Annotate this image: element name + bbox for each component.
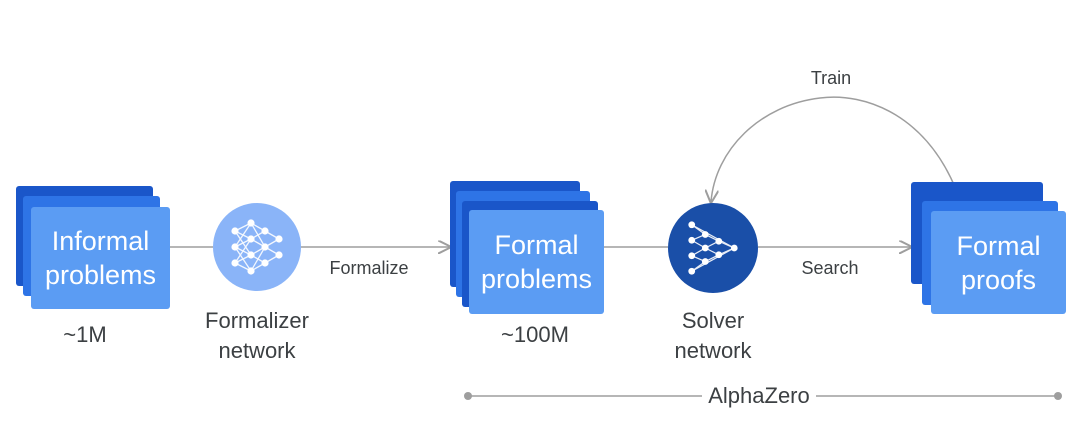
proofs-line2: proofs [960,264,1037,295]
solver-line2: network [674,338,752,363]
train-arc-arrow [711,96,961,202]
informal-line1: Informal [51,226,150,256]
formalize-edge-label: Formalize [329,258,409,278]
formalizer-line2: network [218,338,296,363]
search-edge-label: Search [801,258,859,278]
informal-line2: problems [44,260,157,290]
formal-count: ~100M [501,322,569,347]
formal-proofs-label: Formal proofs [931,211,1066,314]
solver-network-label: Solver network [643,306,783,366]
neural-network-icon [231,219,283,275]
formalizer-line1: Formalizer [205,308,309,333]
informal-card-front [31,207,170,309]
alphazero-bracket-start-dot [464,392,472,400]
formalizer-network-node [213,203,301,291]
alphazero-label: AlphaZero [702,383,816,409]
train-label: Train [810,68,852,88]
formal-line1: Formal [494,230,579,260]
formal-line2: problems [480,264,593,294]
alphazero-bracket-end-dot [1054,392,1062,400]
informal-problems-label: Informal problems [31,207,170,309]
solver-line1: Solver [681,308,745,333]
neural-network-play-icon [688,221,738,275]
solver-network-node [668,203,758,293]
formal-problems-label: Formal problems [469,210,604,314]
informal-count: ~1M [63,322,107,347]
proofs-card-front [931,211,1066,314]
formalizer-network-label: Formalizer network [187,306,327,366]
proofs-line1: Formal [956,230,1041,261]
formal-card-front [469,210,604,314]
